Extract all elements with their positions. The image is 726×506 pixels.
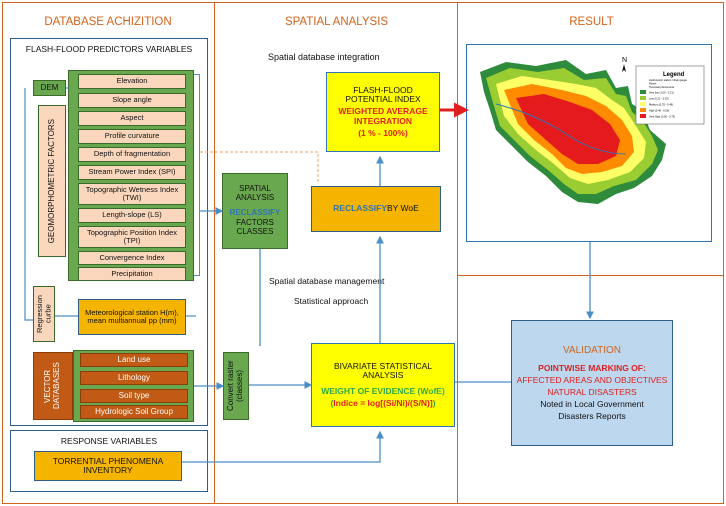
column-title-acquisition: DATABASE ACHIZITION	[44, 16, 172, 28]
factor-tpi: Topographic Position Index (TPI)	[78, 226, 186, 248]
legend-swatch-high	[640, 108, 646, 112]
validation-box: VALIDATION POINTWISE MARKING OF: AFFECTE…	[511, 320, 673, 446]
predictors-panel	[10, 38, 208, 426]
vector-soil-type: Soil type	[80, 389, 188, 403]
validation-title: VALIDATION	[563, 345, 621, 357]
legend-item-rivers: Rivers	[649, 82, 657, 86]
regression-curve-box: Regression curbe	[33, 286, 55, 342]
connector-dashed-spatial-to-ffpi	[200, 151, 319, 184]
vector-hydrologic-soil-group: Hydrologic Soil Group	[80, 405, 188, 419]
bivariate-title: BIVARIATE STATISTICAL ANALYSIS	[333, 360, 433, 381]
torrential-inventory-box: TORRENTIAL PHENOMENA INVENTORY	[34, 451, 182, 481]
legend-item-low: Low (0.21 - 0.33)	[649, 97, 669, 101]
column-title-spatial: SPATIAL ANALYSIS	[284, 16, 389, 28]
validation-reports: Disasters Reports	[558, 410, 626, 421]
ffpi-method: WEIGHTED AVERAGE INTEGRATION	[338, 106, 428, 126]
sa-title: SPATIAL ANALYSIS	[235, 184, 275, 202]
legend-item-medium: Medium (0.33 - 0.46)	[649, 103, 673, 107]
factor-twi: Topographic Wetness Index (TWI)	[78, 183, 186, 205]
formula-open: (	[330, 397, 334, 408]
validation-natural: NATURAL DISASTERS	[547, 386, 637, 397]
vector-lithology: Lithology	[80, 371, 188, 385]
factor-elevation: Elevation	[78, 74, 186, 89]
meteo-station-box: Meteorological station H(m), mean multia…	[78, 299, 186, 335]
map-legend-box	[635, 65, 705, 125]
factor-slope-angle: Slope angle	[78, 93, 186, 108]
legend-item-very-low: Very low (1.00 - 0.21)	[649, 91, 674, 95]
woe-formula-line: (Indice = log[(Si/Ni)/(S/N)])	[330, 397, 436, 408]
sa-factor-classes: FACTORS CLASSES	[236, 218, 274, 237]
reclassify-woe-box: RECLASSIFY BY WoE	[311, 186, 441, 232]
sa-reclassify: RECLASSIFY	[229, 207, 281, 217]
response-title: RESPONSE VARIABLES	[60, 436, 158, 446]
ffpi-box: FLASH-FLOOD POTENTIAL INDEX WEIGHTED AVE…	[326, 72, 440, 152]
response-panel	[10, 430, 208, 492]
column-divider-1	[214, 2, 215, 504]
legend-item-very-high: Very High (0.56 - 0.73)	[649, 115, 675, 119]
legend-swatch-very-low	[640, 90, 646, 94]
convert-raster-box: Convert raster (classes)	[223, 352, 249, 420]
flash-flood-map: Legend Hydrometric station / Rain gauge …	[480, 57, 705, 204]
validation-noted: Noted in Local Government	[540, 399, 644, 410]
factor-depth-fragmentation: Depth of fragmentation	[78, 147, 186, 162]
factor-precipitation: Precipitation	[78, 267, 186, 281]
column-divider-2	[457, 2, 458, 504]
dem-box: DEM	[33, 80, 66, 96]
factor-spi: Stream Power Index (SPI)	[78, 165, 186, 180]
legend-swatch-medium	[640, 102, 646, 106]
basin-very-high	[516, 94, 620, 164]
validation-pointwise: POINTWISE MARKING OF:	[538, 363, 646, 374]
formula-close: )	[432, 397, 436, 408]
spatial-management-label: Spatial database management	[269, 276, 385, 286]
legend-swatch-very-high	[640, 114, 646, 118]
north-arrow-label: N	[622, 57, 627, 64]
woe-formula: Indice = log[(Si/Ni)/(S/N)]	[333, 397, 433, 408]
ffpi-range: (1 % - 100%)	[358, 128, 408, 139]
reclassify-woe-keyword: RECLASSIFY	[333, 203, 387, 214]
factor-convergence-index: Convergence Index	[78, 251, 186, 265]
legend-item-station: Hydrometric station / Rain gauge	[649, 78, 687, 82]
spatial-analysis-reclassify-box: SPATIAL ANALYSIS RECLASSIFY FACTORS CLAS…	[222, 173, 288, 249]
factor-list-right-rail	[194, 74, 200, 276]
factor-profile-curvature: Profile curvature	[78, 129, 186, 144]
validation-affected: AFFECTED AREAS AND OBJECTIVES	[516, 375, 668, 386]
woe-label: WEIGHT OF EVIDENCE (WofE)	[321, 385, 445, 396]
statistical-approach-label: Statistical approach	[294, 296, 369, 306]
predictors-title: FLASH-FLOOD PREDICTORS VARIABLES	[25, 44, 193, 54]
geomorphometric-factors-box: GEOMORPHOMETRIC FACTORS	[38, 105, 66, 257]
column-title-result: RESULT	[569, 16, 614, 28]
ffpi-title: FLASH-FLOOD POTENTIAL INDEX	[345, 84, 421, 104]
vector-databases-box: VECTOR DATABASES	[33, 352, 73, 420]
bivariate-analysis-box: BIVARIATE STATISTICAL ANALYSIS WEIGHT OF…	[311, 343, 455, 427]
vector-land-use: Land use	[80, 353, 188, 367]
legend-swatch-low	[640, 96, 646, 100]
river-line	[495, 103, 627, 155]
map-legend-title: Legend	[663, 72, 685, 78]
factor-aspect: Aspect	[78, 111, 186, 126]
north-arrow-icon	[622, 64, 626, 72]
spatial-integration-label: Spatial database integration	[268, 52, 380, 62]
factor-length-slope: Length-slope (LS)	[78, 208, 186, 223]
connector-dem-rail	[24, 88, 33, 321]
legend-item-torrential: Torrential phenomena	[649, 85, 675, 89]
reclassify-woe-rest: BY WoE	[387, 203, 419, 214]
legend-item-high: High (0.46 - 0.56)	[649, 109, 669, 113]
connector-inventory-to-bivariate	[182, 430, 384, 463]
